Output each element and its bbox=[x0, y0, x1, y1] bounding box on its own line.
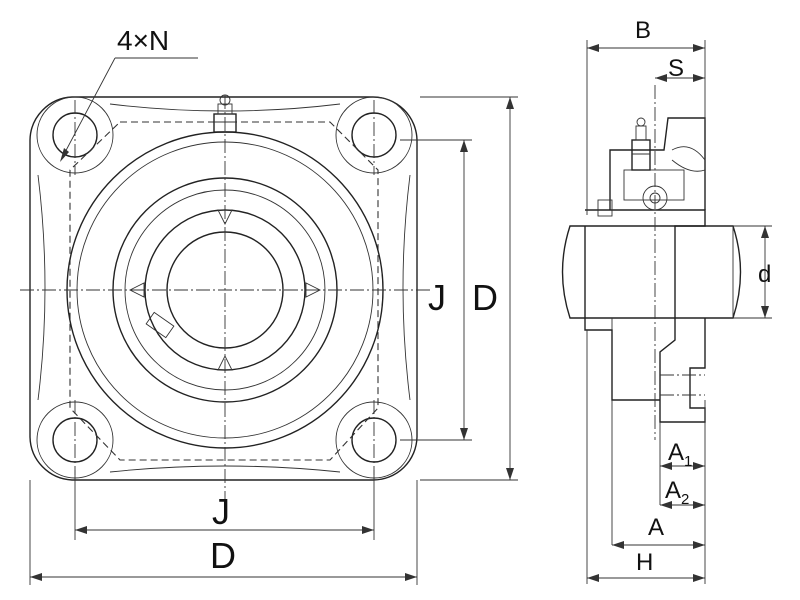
label-j-bottom: J bbox=[212, 491, 230, 532]
label-b: B bbox=[635, 17, 651, 44]
side-view: B S d A1 A2 A bbox=[561, 17, 772, 584]
label-s: S bbox=[668, 55, 684, 82]
label-j-right: J bbox=[428, 277, 446, 318]
label-a: A bbox=[648, 514, 664, 541]
front-view: 4×N J D J D bbox=[20, 25, 518, 585]
label-d-small: d bbox=[758, 261, 771, 288]
grease-nipple-side bbox=[631, 117, 651, 171]
label-d-right: D bbox=[472, 277, 498, 318]
bearing-cap bbox=[609, 117, 706, 210]
hidden-square bbox=[69, 121, 379, 461]
holes-label: 4×N bbox=[117, 25, 169, 56]
label-a2: A2 bbox=[665, 477, 689, 508]
label-a1: A1 bbox=[668, 439, 692, 470]
housing-body bbox=[585, 209, 706, 423]
label-d-bottom: D bbox=[210, 535, 236, 576]
flange-outline bbox=[29, 96, 418, 481]
shaft bbox=[561, 225, 742, 319]
label-h: H bbox=[636, 549, 653, 576]
